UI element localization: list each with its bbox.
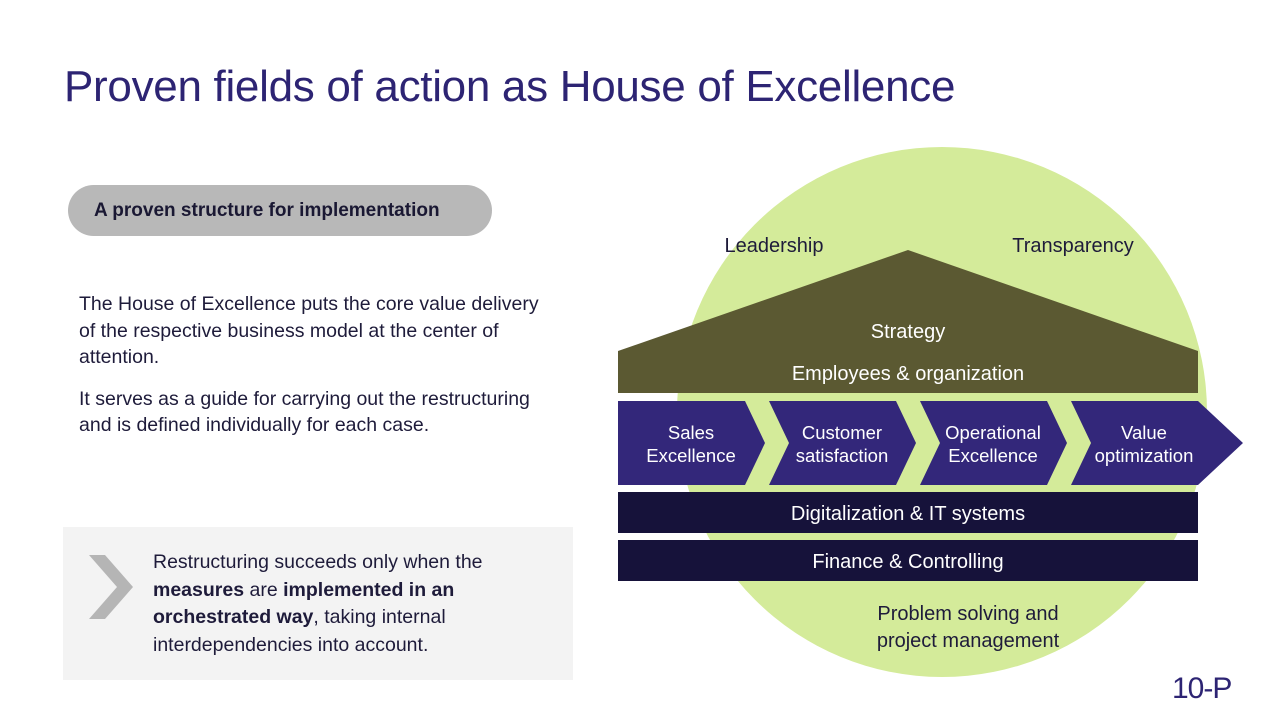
pillar-label-line2: Excellence [948, 445, 1037, 466]
section-pill: A proven structure for implementation [68, 185, 492, 236]
roof-label: Strategy [871, 321, 945, 343]
foundation-digitalization [618, 492, 1198, 533]
problem-solving-label-line1: Problem solving and [877, 603, 1058, 625]
pillar-sales-excellence [618, 401, 765, 485]
pillar-label-line1: Customer [802, 422, 882, 443]
intro-paragraph-2: It serves as a guide for carrying out th… [79, 387, 530, 437]
callout-emphasis: implemented in an orchestrated way [153, 578, 455, 629]
pillar-customer-satisfaction [769, 401, 916, 485]
house-of-excellence-diagram: Leadership Transparency Strategy Employe… [618, 147, 1243, 677]
pillar-label-line2: Excellence [646, 445, 735, 466]
foundation-finance [618, 540, 1198, 581]
callout-emphasis: measures [153, 578, 245, 601]
foundation-label-digitalization: Digitalization & IT systems [791, 503, 1025, 525]
intro-text: The House of Excellence puts the core va… [79, 291, 549, 454]
pillar-value-optimization [1071, 401, 1243, 485]
beam-label: Employees & organization [792, 363, 1024, 385]
house-roof [618, 250, 1198, 393]
foundation-label-finance: Finance & Controlling [812, 551, 1003, 573]
slide-title: Proven fields of action as House of Exce… [64, 62, 956, 111]
callout-text-part: Restructuring succeeds only when the [153, 551, 483, 573]
pillar-label-line1: Value [1121, 422, 1167, 443]
callout-text-part: , taking internal interdependencies into… [153, 606, 446, 656]
pillar-label-line2: satisfaction [796, 445, 889, 466]
intro-paragraph-1: The House of Excellence puts the core va… [79, 293, 539, 368]
pillar-label-line1: Sales [668, 422, 714, 443]
brand-logo: 10-P [1172, 672, 1232, 705]
pillar-label-line2: optimization [1095, 445, 1194, 466]
pill-label: A proven structure for implementation [94, 199, 440, 221]
callout-text: Restructuring succeeds only when the mea… [153, 549, 553, 659]
problem-solving-label-line2: project management [877, 630, 1060, 652]
pillar-label-line1: Operational [945, 422, 1041, 443]
chevron-right-icon [89, 555, 133, 619]
callout-box: Restructuring succeeds only when the mea… [63, 527, 573, 680]
transparency-label: Transparency [1012, 235, 1134, 257]
pillar-operational-excellence [920, 401, 1067, 485]
leadership-label: Leadership [725, 235, 824, 257]
callout-text-part: are [244, 578, 284, 601]
